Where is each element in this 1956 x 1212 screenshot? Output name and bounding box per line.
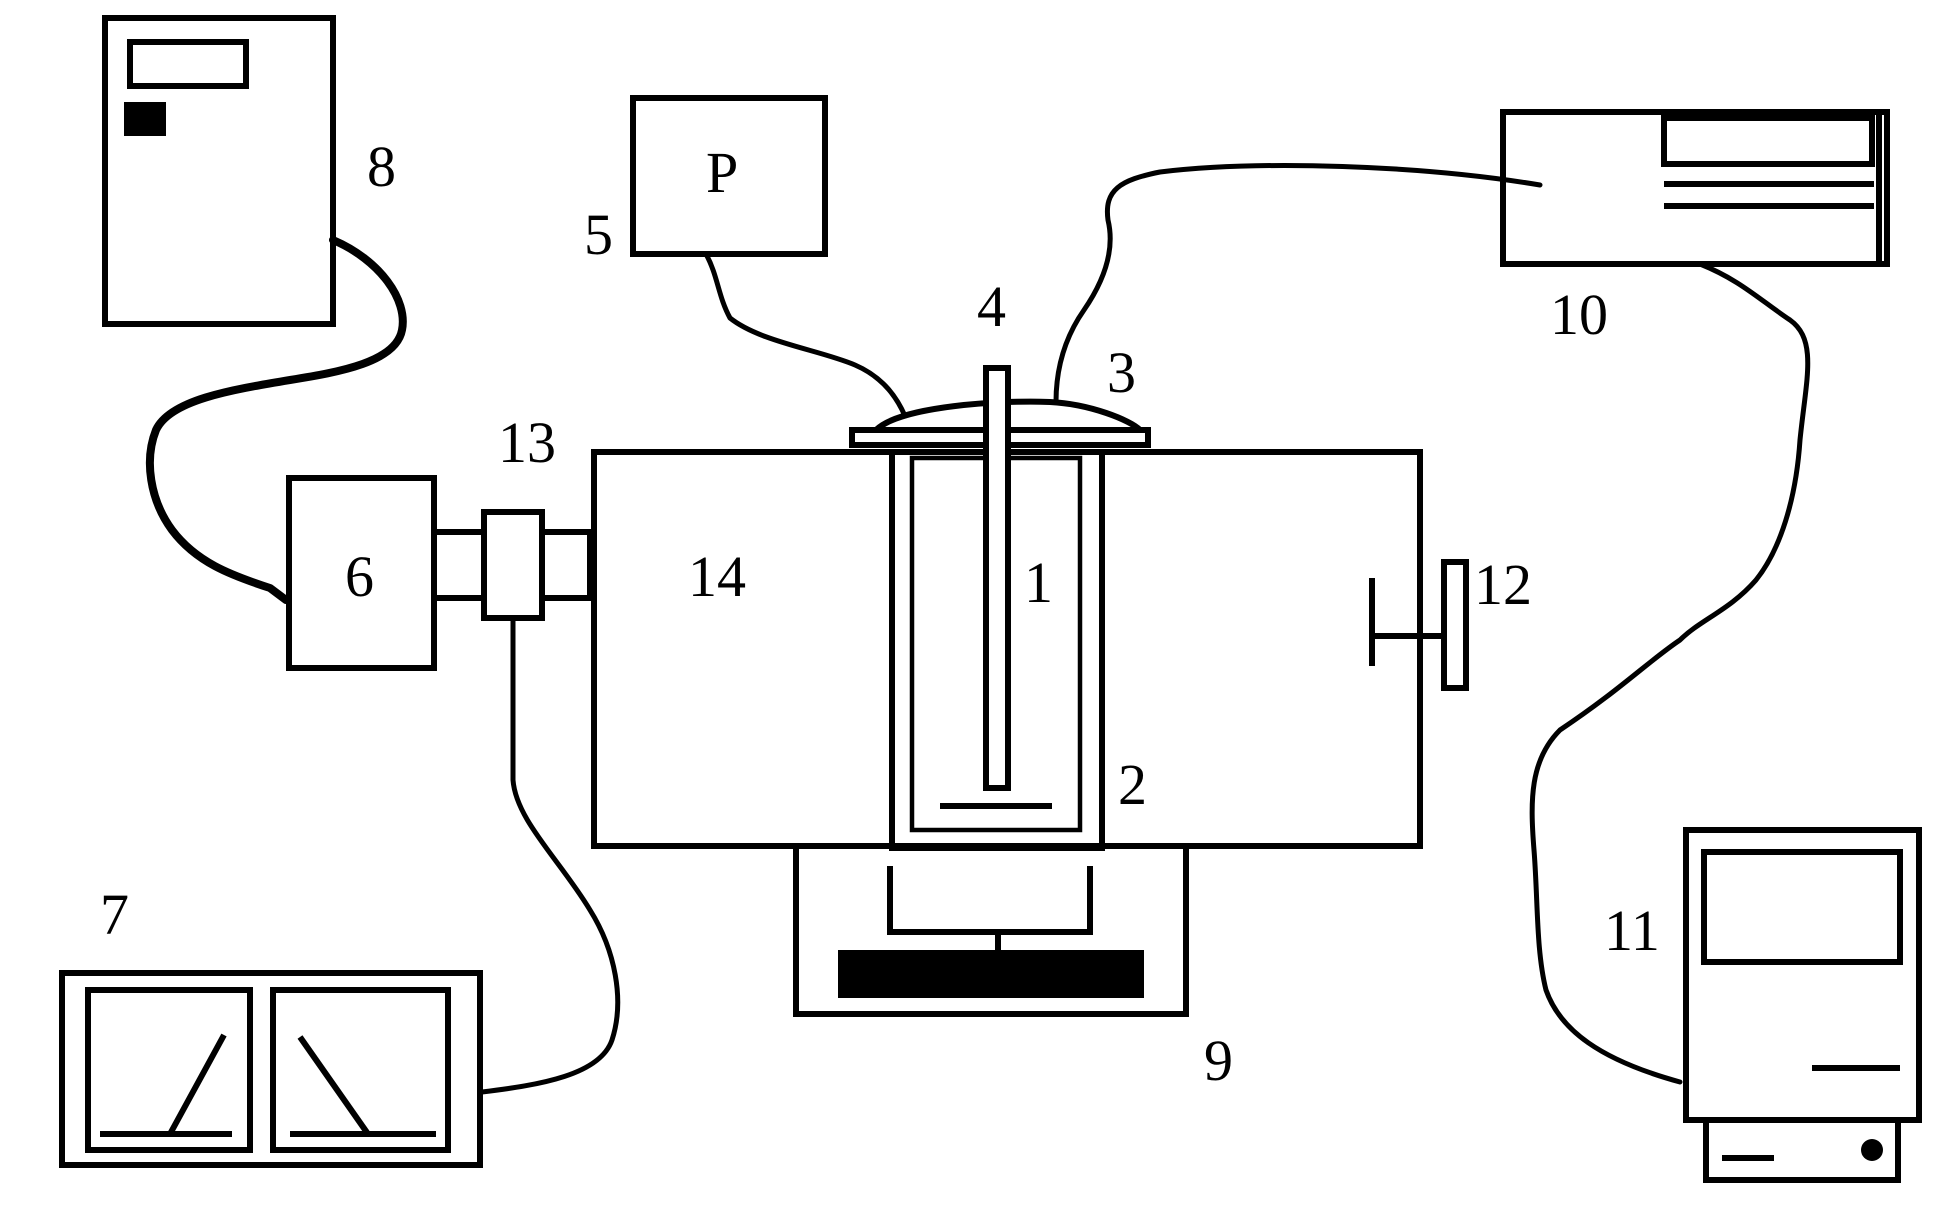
- cable-5-to-lid: [703, 251, 908, 419]
- label-8: 8: [367, 134, 396, 199]
- connector-13-pipe-left: [431, 529, 487, 601]
- cable-13-to-7: [479, 615, 621, 1095]
- device-9-magnet-plate: [838, 950, 1144, 998]
- lid-dome: [873, 398, 1143, 433]
- connector-13-block: [481, 509, 545, 621]
- device-8-display: [127, 39, 249, 89]
- cable-lid-to-10: [1053, 163, 1543, 405]
- meter-right-needle: [297, 1035, 371, 1136]
- valve-12-handle: [1441, 559, 1469, 691]
- device-9-body: [793, 843, 1189, 1017]
- cable-10-to-11: [1529, 261, 1811, 1085]
- device-10-recorder: [1500, 109, 1890, 267]
- label-7: 7: [100, 882, 129, 947]
- device-7-body: [59, 970, 483, 1168]
- connector-13: [431, 509, 593, 621]
- cable-8-to-6: [145, 236, 407, 604]
- device-8-controller: [102, 15, 336, 327]
- label-9: 9: [1204, 1028, 1233, 1093]
- label-3: 3: [1107, 340, 1136, 405]
- meter-left-needle: [167, 1033, 227, 1136]
- device-11-monitor-body: [1683, 827, 1922, 1123]
- label-5: 5: [584, 202, 613, 267]
- device-11-computer: [1683, 827, 1922, 1183]
- device-9-bracket: [887, 866, 1093, 935]
- label-10: 10: [1550, 282, 1608, 347]
- label-13: 13: [498, 410, 556, 475]
- device-11-screen: [1701, 849, 1903, 965]
- label-1: 1: [1024, 550, 1053, 615]
- label-4: 4: [977, 274, 1006, 339]
- label-14: 14: [688, 544, 746, 609]
- device-11-base: [1703, 1117, 1901, 1183]
- rod-4: [983, 365, 1011, 791]
- device-9-stirrer-base: [793, 843, 1189, 1017]
- label-2: 2: [1118, 752, 1147, 817]
- connector-13-pipe-right: [539, 529, 593, 601]
- device-7-meter-left: [85, 987, 253, 1153]
- label-6: 6: [345, 544, 374, 609]
- device-8-button: [124, 102, 166, 136]
- device-10-display: [1661, 115, 1875, 167]
- label-11: 11: [1604, 898, 1660, 963]
- device-11-power-button: [1861, 1139, 1883, 1161]
- device-8-body: [102, 15, 336, 327]
- label-12: 12: [1474, 552, 1532, 617]
- device-5-pressure-gauge: [630, 95, 828, 257]
- device-10-body: [1500, 109, 1890, 267]
- device-7-meter-right: [270, 987, 451, 1153]
- pressure-symbol: P: [706, 140, 738, 205]
- device-7-dual-meter: [59, 970, 483, 1168]
- valve-12: [1369, 559, 1469, 691]
